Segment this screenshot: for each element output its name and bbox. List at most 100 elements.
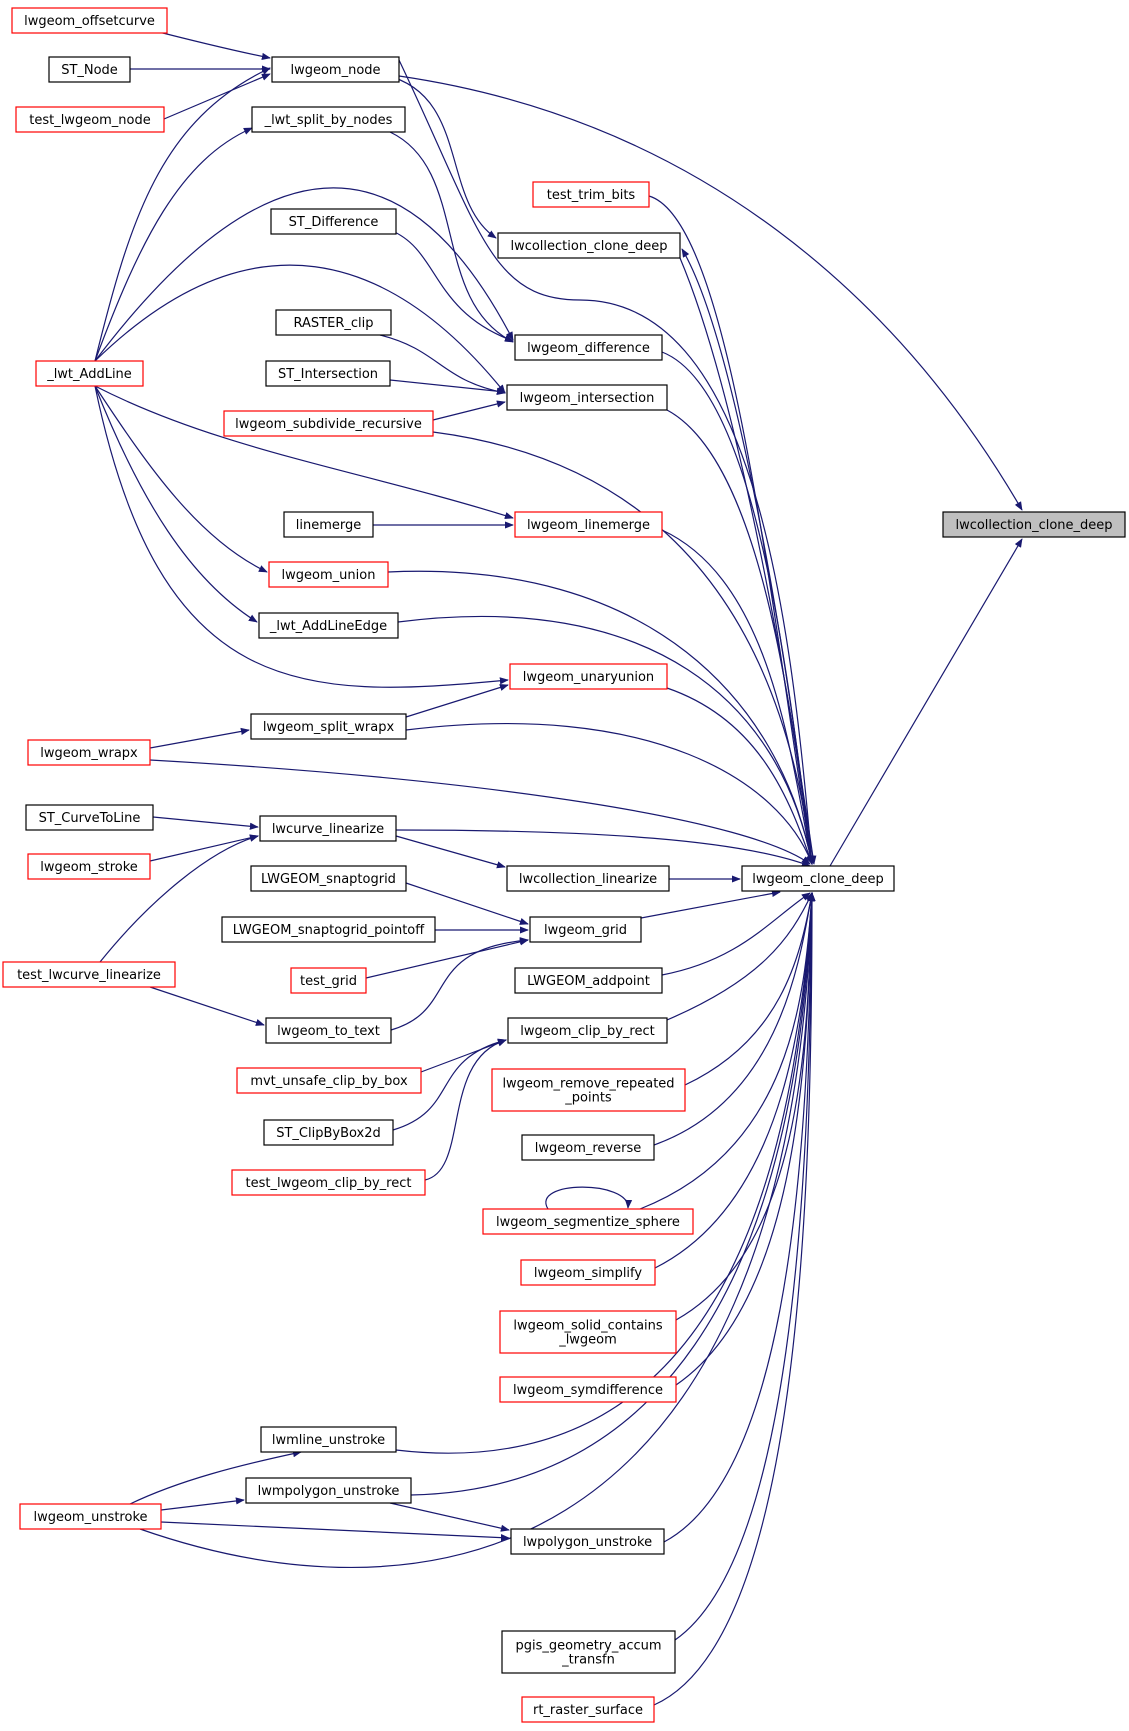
- node-lwgeom-reverse[interactable]: lwgeom_reverse: [521, 1134, 655, 1161]
- node-lwgeom-stroke[interactable]: lwgeom_stroke: [27, 853, 151, 880]
- node-box: [260, 1426, 397, 1453]
- node-segmentize-sphere[interactable]: lwgeom_segmentize_sphere: [482, 1208, 694, 1235]
- node-lwgeom-to-text[interactable]: lwgeom_to_text: [265, 1017, 392, 1044]
- node-label: lwgeom_clone_deep: [752, 872, 884, 887]
- node-lwcurve-linearize[interactable]: lwcurve_linearize: [259, 815, 397, 842]
- node-offsetcurve[interactable]: lwgeom_offsetcurve: [11, 7, 168, 34]
- node-symdifference[interactable]: lwgeom_symdifference: [499, 1376, 677, 1403]
- node-box: [48, 56, 131, 83]
- node-box: [482, 1208, 694, 1235]
- call-edge-lwgeom_node-to-lwcollection_clone_deep_mid: [384, 74, 497, 239]
- node-box: [506, 384, 668, 411]
- node-split-by-nodes[interactable]: _lwt_split_by_nodes: [251, 106, 406, 133]
- node-st-node[interactable]: ST_Node: [48, 56, 131, 83]
- node-label: _lwt_AddLine: [46, 367, 132, 382]
- node-lwcollection-clone-deep-focus[interactable]: lwcollection_clone_deep: [942, 511, 1126, 538]
- node-box: [236, 1067, 422, 1094]
- node-label: lwgeom_linemerge: [527, 518, 650, 533]
- call-edge-lwgeom_unstroke-to-lwmline_unstroke: [129, 1450, 302, 1505]
- node-label: lwcollection_clone_deep: [510, 239, 667, 254]
- node-test-clip-by-rect[interactable]: test_lwgeom_clip_by_rect: [231, 1169, 426, 1196]
- node-test-node[interactable]: test_lwgeom_node: [15, 106, 165, 133]
- node-box: [529, 916, 642, 943]
- call-edge-rt_raster_surface-to-lwgeom_clone_deep: [653, 892, 816, 1706]
- node-lwgeom-clone-deep[interactable]: lwgeom_clone_deep: [741, 865, 895, 892]
- node-label: lwcollection_linearize: [519, 872, 657, 887]
- node-lwgeom-intersection[interactable]: lwgeom_intersection: [506, 384, 668, 411]
- call-edge-lwt_addline-to-lwgeom_linemerge: [94, 385, 514, 520]
- node-label: lwcurve_linearize: [272, 822, 384, 837]
- node-mvt-clip[interactable]: mvt_unsafe_clip_by_box: [236, 1067, 422, 1094]
- call-edge-test_clip_by_rect-to-clip_by_rect: [424, 1038, 507, 1181]
- node-st-curvetoline[interactable]: ST_CurveToLine: [25, 804, 154, 831]
- node-lwgeom-node[interactable]: lwgeom_node: [271, 56, 400, 83]
- node-box: [27, 739, 151, 766]
- node-box: [265, 360, 391, 387]
- node-addlineedge[interactable]: _lwt_AddLineEdge: [258, 612, 399, 639]
- node-label: test_grid: [300, 974, 357, 989]
- node-lwgeom-union[interactable]: lwgeom_union: [268, 561, 389, 588]
- call-edge-st_difference-to-lwgeom_difference: [389, 229, 514, 342]
- node-lwgeom-simplify[interactable]: lwgeom_simplify: [520, 1259, 656, 1286]
- node-lwgeom-linemerge[interactable]: lwgeom_linemerge: [514, 511, 663, 538]
- node-addpoint[interactable]: LWGEOM_addpoint: [514, 967, 663, 994]
- node-snaptogrid[interactable]: LWGEOM_snaptogrid: [250, 865, 407, 892]
- call-edge-test_lwcurve_linearize-to-lwgeom_to_text: [149, 986, 265, 1026]
- node-split-wrapx[interactable]: lwgeom_split_wrapx: [250, 713, 407, 740]
- node-label: lwgeom_difference: [527, 341, 650, 356]
- node-box: [499, 1310, 677, 1354]
- node-lwmline-unstroke[interactable]: lwmline_unstroke: [260, 1426, 397, 1453]
- node-box: [510, 1528, 665, 1555]
- node-label: lwgeom_split_wrapx: [263, 720, 395, 735]
- node-rt-raster-surface[interactable]: rt_raster_surface: [521, 1696, 655, 1723]
- node-lwcollection-linearize[interactable]: lwcollection_linearize: [506, 865, 670, 892]
- node-remove-repeated[interactable]: lwgeom_remove_repeated_points: [491, 1068, 686, 1112]
- call-edge-lwt_addline-to-lwgeom_union: [94, 385, 268, 573]
- node-solid-contains[interactable]: lwgeom_solid_contains_lwgeom: [499, 1310, 677, 1354]
- node-box: [25, 804, 154, 831]
- node-lwcollection-clone-deep-mid[interactable]: lwcollection_clone_deep: [497, 232, 681, 259]
- node-label: lwgeom_stroke: [40, 860, 138, 875]
- node-test-grid[interactable]: test_grid: [290, 967, 367, 994]
- call-edge-symdifference-to-lwgeom_clone_deep: [675, 892, 816, 1386]
- node-lwpolygon-unstroke[interactable]: lwpolygon_unstroke: [510, 1528, 665, 1555]
- node-linemerge[interactable]: linemerge: [283, 511, 374, 538]
- node-st-intersection[interactable]: ST_Intersection: [265, 360, 391, 387]
- call-edge-raster_clip-to-lwgeom_intersection: [379, 334, 506, 395]
- node-test-trim-bits[interactable]: test_trim_bits: [532, 181, 650, 208]
- node-label: lwgeom_unstroke: [33, 1510, 147, 1525]
- node-unaryunion[interactable]: lwgeom_unaryunion: [509, 663, 668, 690]
- node-raster-clip[interactable]: RASTER_clip: [275, 309, 392, 336]
- call-edge-lwt_addline-to-split_by_nodes: [94, 127, 253, 362]
- node-lwgeom-wrapx[interactable]: lwgeom_wrapx: [27, 739, 151, 766]
- node-snaptogrid-pointoff[interactable]: LWGEOM_snaptogrid_pointoff: [221, 916, 436, 943]
- node-lwgeom-grid[interactable]: lwgeom_grid: [529, 916, 642, 943]
- node-label: test_lwgeom_node: [29, 113, 151, 128]
- call-edge-snaptogrid-to-lwgeom_grid: [405, 882, 529, 925]
- node-label: lwgeom_segmentize_sphere: [496, 1215, 680, 1230]
- node-clip-by-rect[interactable]: lwgeom_clip_by_rect: [507, 1017, 668, 1044]
- node-subdivide[interactable]: lwgeom_subdivide_recursive: [223, 410, 434, 437]
- node-st-clipbybox2d[interactable]: ST_ClipByBox2d: [263, 1119, 394, 1146]
- node-st-difference[interactable]: ST_Difference: [270, 208, 397, 235]
- node-label: _lwgeom: [558, 1333, 617, 1348]
- node-box: [35, 360, 144, 387]
- node-label: lwgeom_symdifference: [513, 1383, 663, 1398]
- node-box: [521, 1696, 655, 1723]
- node-box: [514, 511, 663, 538]
- node-lwgeom-difference[interactable]: lwgeom_difference: [514, 334, 663, 361]
- call-edge-lwgeom_intersection-to-lwgeom_clone_deep: [666, 409, 815, 865]
- node-box: [19, 1503, 162, 1530]
- node-lwt-addline[interactable]: _lwt_AddLine: [35, 360, 144, 387]
- call-edge-test_node-to-lwgeom_node: [163, 73, 271, 120]
- node-lwgeom-unstroke[interactable]: lwgeom_unstroke: [19, 1503, 162, 1530]
- node-label: lwgeom_remove_repeated: [502, 1077, 674, 1092]
- node-label: lwmpolygon_unstroke: [258, 1484, 400, 1499]
- node-pgis-accum[interactable]: pgis_geometry_accum_transfn: [501, 1630, 676, 1674]
- node-lwmpolygon-unstroke[interactable]: lwmpolygon_unstroke: [245, 1477, 412, 1504]
- node-label: lwgeom_unaryunion: [523, 670, 654, 685]
- call-edge-lwpolygon_unstroke-to-lwgeom_clone_deep: [663, 892, 816, 1543]
- node-test-lwcurve-linearize[interactable]: test_lwcurve_linearize: [2, 961, 176, 988]
- node-box: [532, 181, 650, 208]
- call-edge-lwgeom_unstroke-to-lwgeom_clone_deep: [139, 892, 816, 1568]
